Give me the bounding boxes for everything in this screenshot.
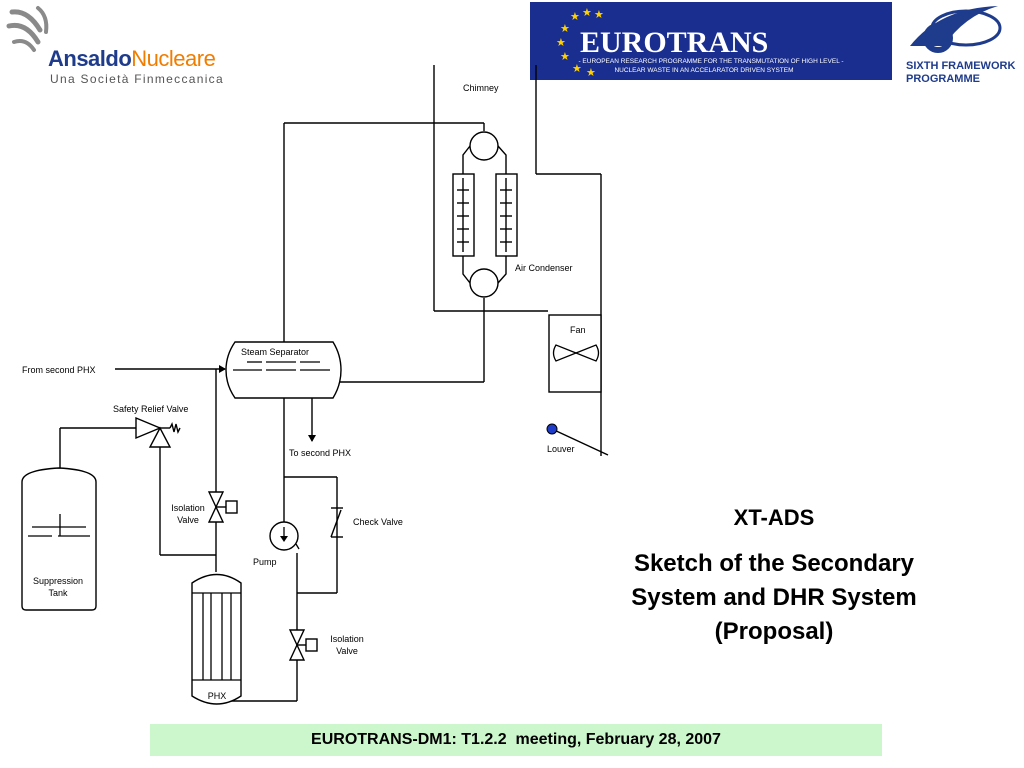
fp6-logo: SIXTH FRAMEWORK PROGRAMME [906, 6, 1015, 85]
eurotrans-line2: NUCLEAR WASTE IN AN ACCELARATOR DRIVEN S… [614, 67, 793, 74]
footer-banner: EUROTRANS-DM1: T1.2.2 meeting, February … [150, 724, 882, 756]
label-air-condenser: Air Condenser [515, 263, 573, 273]
fp6-swoosh-icon [910, 6, 1002, 53]
label-suppression-tank-a: Suppression [33, 576, 83, 586]
svg-text:★: ★ [560, 23, 570, 35]
ansaldo-swirl-icon [6, 6, 49, 52]
svg-text:★: ★ [556, 37, 566, 49]
safety-relief-valve [135, 416, 181, 448]
label-from-second-phx: From second PHX [22, 365, 96, 375]
fan-icon [552, 344, 600, 362]
footer-text: EUROTRANS-DM1: T1.2.2 meeting, February … [311, 731, 721, 748]
isolation-valve-2 [288, 629, 318, 661]
ansaldo-logo: AnsaldoNucleare Una Società Finmeccanica [6, 6, 224, 86]
label-safety-relief-valve: Safety Relief Valve [113, 404, 188, 414]
label-isolation-valve-1b: Valve [177, 515, 199, 525]
eurotrans-logo: ★ ★ ★ ★ ★ ★ ★ ★ EUROTRANS - EUROPEAN RES… [530, 2, 892, 80]
label-check-valve: Check Valve [353, 517, 403, 527]
label-steam-separator: Steam Separator [241, 347, 309, 357]
secondary-system-diagram: Chimney Air Condenser Fan Louver Steam S… [21, 65, 609, 705]
slide-title: XT-ADS [733, 505, 815, 530]
label-isolation-valve-2b: Valve [336, 646, 358, 656]
slide-subtitle-line-1: Sketch of the Secondary [633, 550, 915, 577]
label-phx: PHX [208, 691, 227, 701]
air-condenser [452, 131, 518, 298]
eurotrans-title: EUROTRANS [580, 26, 768, 59]
svg-text:★: ★ [594, 9, 604, 21]
label-suppression-tank-b: Tank [48, 588, 68, 598]
steam-separator [225, 341, 342, 399]
slide-subtitle-line-3: (Proposal) [714, 618, 834, 645]
label-louver: Louver [547, 444, 575, 454]
condenser-top-header [469, 131, 499, 161]
label-fan: Fan [570, 325, 586, 335]
fp6-line2: PROGRAMME [906, 73, 980, 85]
fp6-line1: SIXTH FRAMEWORK [906, 60, 1015, 72]
condenser-bottom-header [469, 268, 499, 298]
label-chimney: Chimney [463, 83, 499, 93]
phx-heat-exchanger [191, 573, 242, 705]
label-to-second-phx: To second PHX [289, 448, 351, 458]
ansaldo-name-b: Nucleare [131, 46, 215, 71]
svg-text:★: ★ [582, 7, 592, 19]
label-isolation-valve-1a: Isolation [171, 503, 205, 513]
label-pump: Pump [253, 557, 277, 567]
svg-text:★: ★ [572, 63, 582, 75]
eurotrans-logo-art: ★ ★ ★ ★ ★ ★ ★ ★ EUROTRANS - EUROPEAN RES… [556, 7, 844, 79]
svg-text:★: ★ [570, 11, 580, 23]
eurotrans-line1: - EUROPEAN RESEARCH PROGRAMME FOR THE TR… [578, 58, 843, 65]
slide-subtitle-line-2: System and DHR System [631, 584, 917, 611]
slide-title-block: XT-ADS Sketch of the Secondary System an… [598, 505, 950, 649]
louver-pivot [546, 423, 558, 435]
svg-text:AnsaldoNucleare: AnsaldoNucleare [48, 46, 216, 71]
eu-stars-icon: ★ ★ ★ ★ ★ ★ ★ ★ [556, 7, 604, 79]
svg-text:★: ★ [586, 67, 596, 79]
ansaldo-name-a: Ansaldo [48, 46, 131, 71]
pump [269, 521, 300, 551]
svg-text:★: ★ [560, 51, 570, 63]
piping [59, 65, 609, 702]
isolation-valve-1 [207, 491, 238, 523]
ansaldo-tagline: Una Società Finmeccanica [50, 72, 224, 86]
label-isolation-valve-2a: Isolation [330, 634, 364, 644]
fan [548, 314, 602, 393]
suppression-tank [21, 467, 97, 611]
check-valve [330, 507, 343, 538]
